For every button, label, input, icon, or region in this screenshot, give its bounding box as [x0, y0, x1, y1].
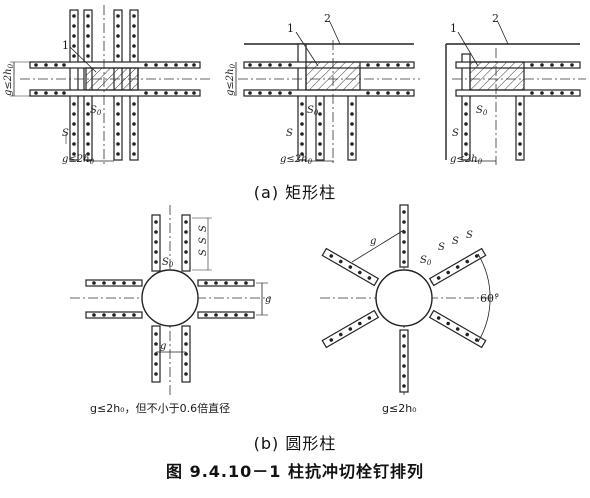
column-section: [141, 269, 199, 327]
studs: [329, 316, 372, 342]
s-label: S: [198, 249, 209, 256]
g-dimension-label-bottom: g≤2h0: [62, 154, 95, 166]
studs: [464, 63, 574, 156]
g-label: g: [370, 236, 376, 247]
leader-label-1: 1: [62, 39, 69, 52]
g-label: g: [265, 294, 271, 305]
studs: [92, 220, 248, 376]
stud-rail: [399, 329, 409, 393]
circle-column-orthogonal: S S S S0 g g: [70, 205, 271, 395]
s-label: S: [198, 237, 209, 244]
g-dimension-label: g≤2h0: [225, 63, 237, 96]
stud-rail: [399, 204, 409, 268]
g-label: g: [160, 341, 166, 352]
leader-label-1: 1: [287, 22, 294, 35]
studs: [402, 210, 406, 388]
leader-label-1: 1: [450, 22, 457, 35]
caption-b: (b) 圆形柱: [253, 434, 337, 453]
s0-label: S0: [162, 257, 174, 269]
angle-label: 60°: [480, 292, 500, 305]
studs: [436, 316, 479, 342]
studs: [329, 254, 372, 280]
caption-a: (a) 矩形柱: [253, 183, 337, 202]
s0-label: S0: [476, 105, 488, 117]
rect-column-edge: 1 2 g≤2h0 S0 S g≤2h0: [225, 12, 420, 166]
g-dimension-label-bottom: g≤2h0: [280, 154, 313, 166]
leader-label-2: 2: [492, 12, 499, 25]
s-label: S: [198, 225, 209, 232]
s-label: S: [438, 242, 445, 253]
s0-label: S0: [90, 105, 102, 117]
g-dimension-label-bottom: g≤2h0: [450, 154, 483, 166]
figure-title: 图 9.4.10－1 柱抗冲切栓钉排列: [166, 462, 424, 481]
studs: [436, 254, 479, 280]
stud-rail: [297, 43, 307, 161]
studs: [34, 14, 196, 156]
stud-rail: [461, 53, 471, 161]
leader-label-2: 2: [324, 12, 331, 25]
column-section: [469, 61, 525, 91]
stud-rail: [69, 9, 79, 161]
s-label: S: [452, 128, 459, 139]
note-right-circle: g≤2h₀: [382, 402, 417, 415]
g-dimension-label: g≤2h0: [3, 63, 15, 96]
s0-label: S0: [420, 255, 432, 267]
s0-label: S0: [307, 105, 319, 117]
s-label: S: [286, 128, 293, 139]
studs: [248, 63, 410, 156]
note-left-circle: g≤2h₀，但不小于0.6倍直径: [90, 401, 230, 415]
s-label: S: [62, 128, 69, 139]
s-label: S: [466, 230, 473, 241]
circle-column-radial: g S0 S S S 60°: [320, 204, 500, 395]
s-label: S: [452, 236, 459, 247]
column-section: [375, 269, 433, 327]
rect-column-corner: 1 2 S0 S g≤2h0: [445, 12, 586, 166]
rect-column-interior: 1 g≤2h0 S0 S g≤2h0: [3, 5, 210, 166]
